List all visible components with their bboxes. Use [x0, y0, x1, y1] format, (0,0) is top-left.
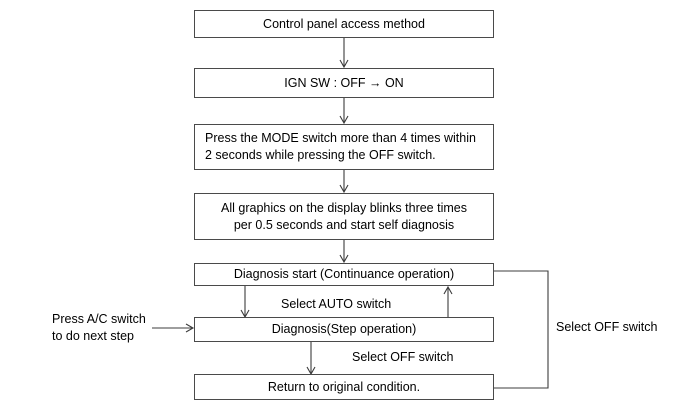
node-label: All graphics on the display blinks three…: [221, 200, 467, 232]
node-label: Diagnosis start (Continuance operation): [233, 267, 455, 281]
node-label: Control panel access method: [263, 16, 425, 31]
node-label: IGN SW : OFF → ON: [284, 75, 404, 90]
arrowhead-n2-n3: [339, 115, 349, 125]
edge-label-select-off-switch-bottom: Select OFF switch: [352, 350, 454, 364]
edge-label-select-auto-switch: Select AUTO switch: [281, 297, 392, 311]
node-diagnosis-step-operation[interactable]: Diagnosis(Step operation): [194, 317, 494, 342]
arrowhead-n5-n6: [240, 309, 250, 319]
annotation-press-ac-switch: Press A/C switch to do next step: [52, 312, 146, 343]
node-ign-sw-off-on[interactable]: IGN SW : OFF → ON: [194, 68, 494, 98]
node-return-to-original-condition[interactable]: Return to original condition.: [194, 374, 494, 400]
node-label: Press the MODE switch more than 4 times …: [205, 131, 476, 162]
edge-label-select-off-switch-right: Select OFF switch: [556, 320, 658, 334]
node-press-mode-switch[interactable]: Press the MODE switch more than 4 times …: [194, 124, 494, 170]
node-diagnosis-start-continuance[interactable]: Diagnosis start (Continuance operation): [194, 263, 494, 286]
node-all-graphics-blink[interactable]: All graphics on the display blinks three…: [194, 193, 494, 240]
arrowhead-n3-n4: [339, 184, 349, 194]
node-label: Diagnosis(Step operation): [271, 322, 417, 336]
arrowhead-n6-n5: [443, 285, 453, 295]
arrowhead-annotation-n6: [185, 323, 195, 333]
node-control-panel-access-method[interactable]: Control panel access method: [194, 10, 494, 38]
node-label: Return to original condition.: [267, 379, 421, 394]
arrowhead-n1-n2: [339, 59, 349, 69]
arrowhead-n4-n5: [339, 254, 349, 264]
arrowhead-n6-n7: [306, 366, 316, 376]
